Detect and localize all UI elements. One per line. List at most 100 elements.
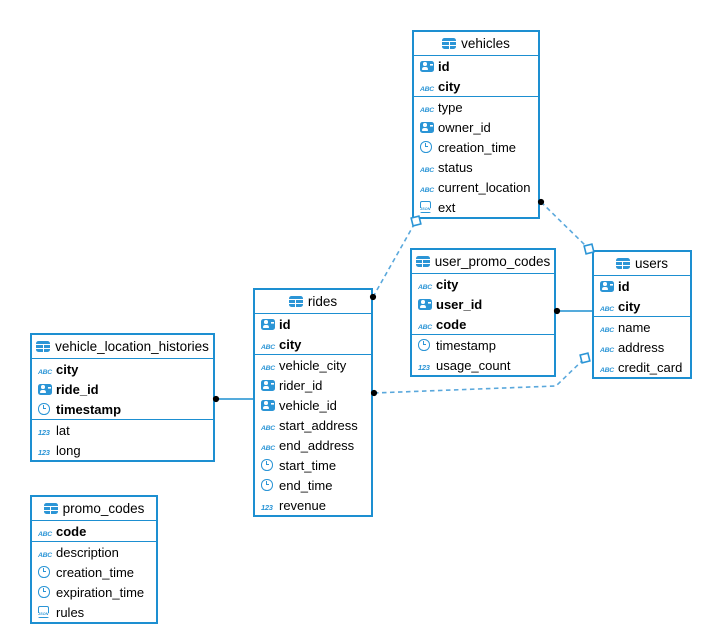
column-row-city[interactable]: city <box>412 274 554 294</box>
column-row-expiration_time[interactable]: expiration_time <box>32 582 156 602</box>
abc-icon <box>418 277 436 292</box>
table-vehicles[interactable]: vehicles idcitytype owner_id creation_times… <box>412 30 540 219</box>
table-header[interactable]: promo_codes <box>32 497 156 521</box>
table-rides[interactable]: rides id city vehicle_city rider_id vehicle_i… <box>253 288 373 517</box>
id-icon <box>261 379 279 391</box>
column-name: id <box>279 316 291 332</box>
relation-rides-users[interactable] <box>373 357 586 394</box>
table-header[interactable]: vehicle_location_histories <box>32 335 213 359</box>
abc-icon <box>261 438 279 453</box>
column-row-address[interactable]: address <box>594 337 690 357</box>
column-name: start_address <box>279 417 358 433</box>
abc-icon <box>38 545 56 560</box>
table-header[interactable]: rides <box>255 290 371 314</box>
column-row-credit_card[interactable]: credit_card <box>594 357 690 377</box>
column-name: description <box>56 544 119 560</box>
column-row-timestamp[interactable]: timestamp <box>32 399 213 419</box>
column-name: start_time <box>279 457 337 473</box>
table-title: vehicle_location_histories <box>55 339 209 354</box>
column-row-description[interactable]: description <box>32 542 156 562</box>
table-header[interactable]: vehicles <box>414 32 538 56</box>
column-name: creation_time <box>56 564 135 580</box>
column-name: end_address <box>279 437 355 453</box>
table-user_promo_codes[interactable]: user_promo_codescity user_idcode timestamp… <box>410 248 556 377</box>
column-row-end_time[interactable]: end_time <box>255 475 371 495</box>
table-users[interactable]: users id city nameaddress credit_card <box>592 250 692 379</box>
abc-icon <box>420 100 438 115</box>
column-row-id[interactable]: id <box>594 276 690 296</box>
table-header[interactable]: users <box>594 252 690 276</box>
column-row-name[interactable]: name <box>594 317 690 337</box>
table-promo_codes[interactable]: promo_codescode description creation_timee… <box>30 495 158 624</box>
primary-key-section: city user_idcode <box>412 274 554 335</box>
relation-vehicles-users[interactable] <box>540 201 590 250</box>
abc-icon <box>38 362 56 377</box>
column-row-start_address[interactable]: start_address <box>255 415 371 435</box>
column-row-type[interactable]: type <box>414 97 538 117</box>
column-row-city[interactable]: city <box>414 76 538 96</box>
relation-rides-vehicles[interactable] <box>372 220 417 298</box>
column-name: vehicle_city <box>279 357 347 373</box>
table-title: rides <box>307 294 338 309</box>
column-row-vehicle_id[interactable]: vehicle_id <box>255 395 371 415</box>
column-row-current_location[interactable]: current_location <box>414 177 538 197</box>
column-row-code[interactable]: code <box>412 314 554 334</box>
column-row-id[interactable]: id <box>414 56 538 76</box>
column-row-rider_id[interactable]: rider_id <box>255 375 371 395</box>
abc-icon <box>38 524 56 539</box>
column-row-id[interactable]: id <box>255 314 371 334</box>
table-header[interactable]: user_promo_codes <box>412 250 554 274</box>
column-name: user_id <box>436 296 483 312</box>
table-icon <box>43 502 58 515</box>
column-name: credit_card <box>618 359 683 375</box>
table-title: vehicles <box>461 36 510 51</box>
abc-icon <box>600 299 618 314</box>
column-row-creation_time[interactable]: creation_time <box>32 562 156 582</box>
column-name: city <box>618 298 641 314</box>
column-row-user_id[interactable]: user_id <box>412 294 554 314</box>
column-name: rider_id <box>279 377 323 393</box>
column-row-code[interactable]: code <box>32 521 156 541</box>
table-icon <box>36 340 51 353</box>
column-row-ext[interactable]: ext <box>414 197 538 217</box>
column-row-timestamp[interactable]: timestamp <box>412 335 554 355</box>
table-title: users <box>634 256 668 271</box>
table-vehicle_location_histories[interactable]: vehicle_location_historiescityride_idtim… <box>30 333 215 462</box>
clock-icon <box>261 479 279 491</box>
table-icon <box>442 37 457 50</box>
num-icon <box>38 443 56 458</box>
columns-section: description creation_time expiration_timer… <box>32 542 156 622</box>
column-row-lat[interactable]: lat <box>32 420 213 440</box>
column-row-end_address[interactable]: end_address <box>255 435 371 455</box>
column-row-usage_count[interactable]: usage_count <box>412 355 554 375</box>
column-name: city <box>436 276 459 292</box>
column-row-creation_time[interactable]: creation_time <box>414 137 538 157</box>
abc-icon <box>600 320 618 335</box>
column-name: timestamp <box>56 401 122 417</box>
column-name: lat <box>56 422 70 438</box>
column-row-owner_id[interactable]: owner_id <box>414 117 538 137</box>
table-icon <box>415 255 430 268</box>
column-row-start_time[interactable]: start_time <box>255 455 371 475</box>
column-row-city[interactable]: city <box>594 296 690 316</box>
columns-section: vehicle_city rider_id vehicle_id start_addr… <box>255 355 371 515</box>
columns-section: type owner_id creation_timestatuscurrent_l… <box>414 97 538 217</box>
column-row-status[interactable]: status <box>414 157 538 177</box>
column-row-revenue[interactable]: revenue <box>255 495 371 515</box>
id-icon <box>420 60 438 72</box>
column-name: owner_id <box>438 119 491 135</box>
column-row-long[interactable]: long <box>32 440 213 460</box>
columns-section: nameaddress credit_card <box>594 317 690 377</box>
column-row-rules[interactable]: rules <box>32 602 156 622</box>
column-row-city[interactable]: city <box>255 334 371 354</box>
table-icon <box>615 257 630 270</box>
clock-icon <box>261 459 279 471</box>
column-name: code <box>436 316 467 332</box>
column-row-ride_id[interactable]: ride_id <box>32 379 213 399</box>
column-row-city[interactable]: city <box>32 359 213 379</box>
column-row-vehicle_city[interactable]: vehicle_city <box>255 355 371 375</box>
column-name: usage_count <box>436 357 511 373</box>
abc-icon <box>420 180 438 195</box>
